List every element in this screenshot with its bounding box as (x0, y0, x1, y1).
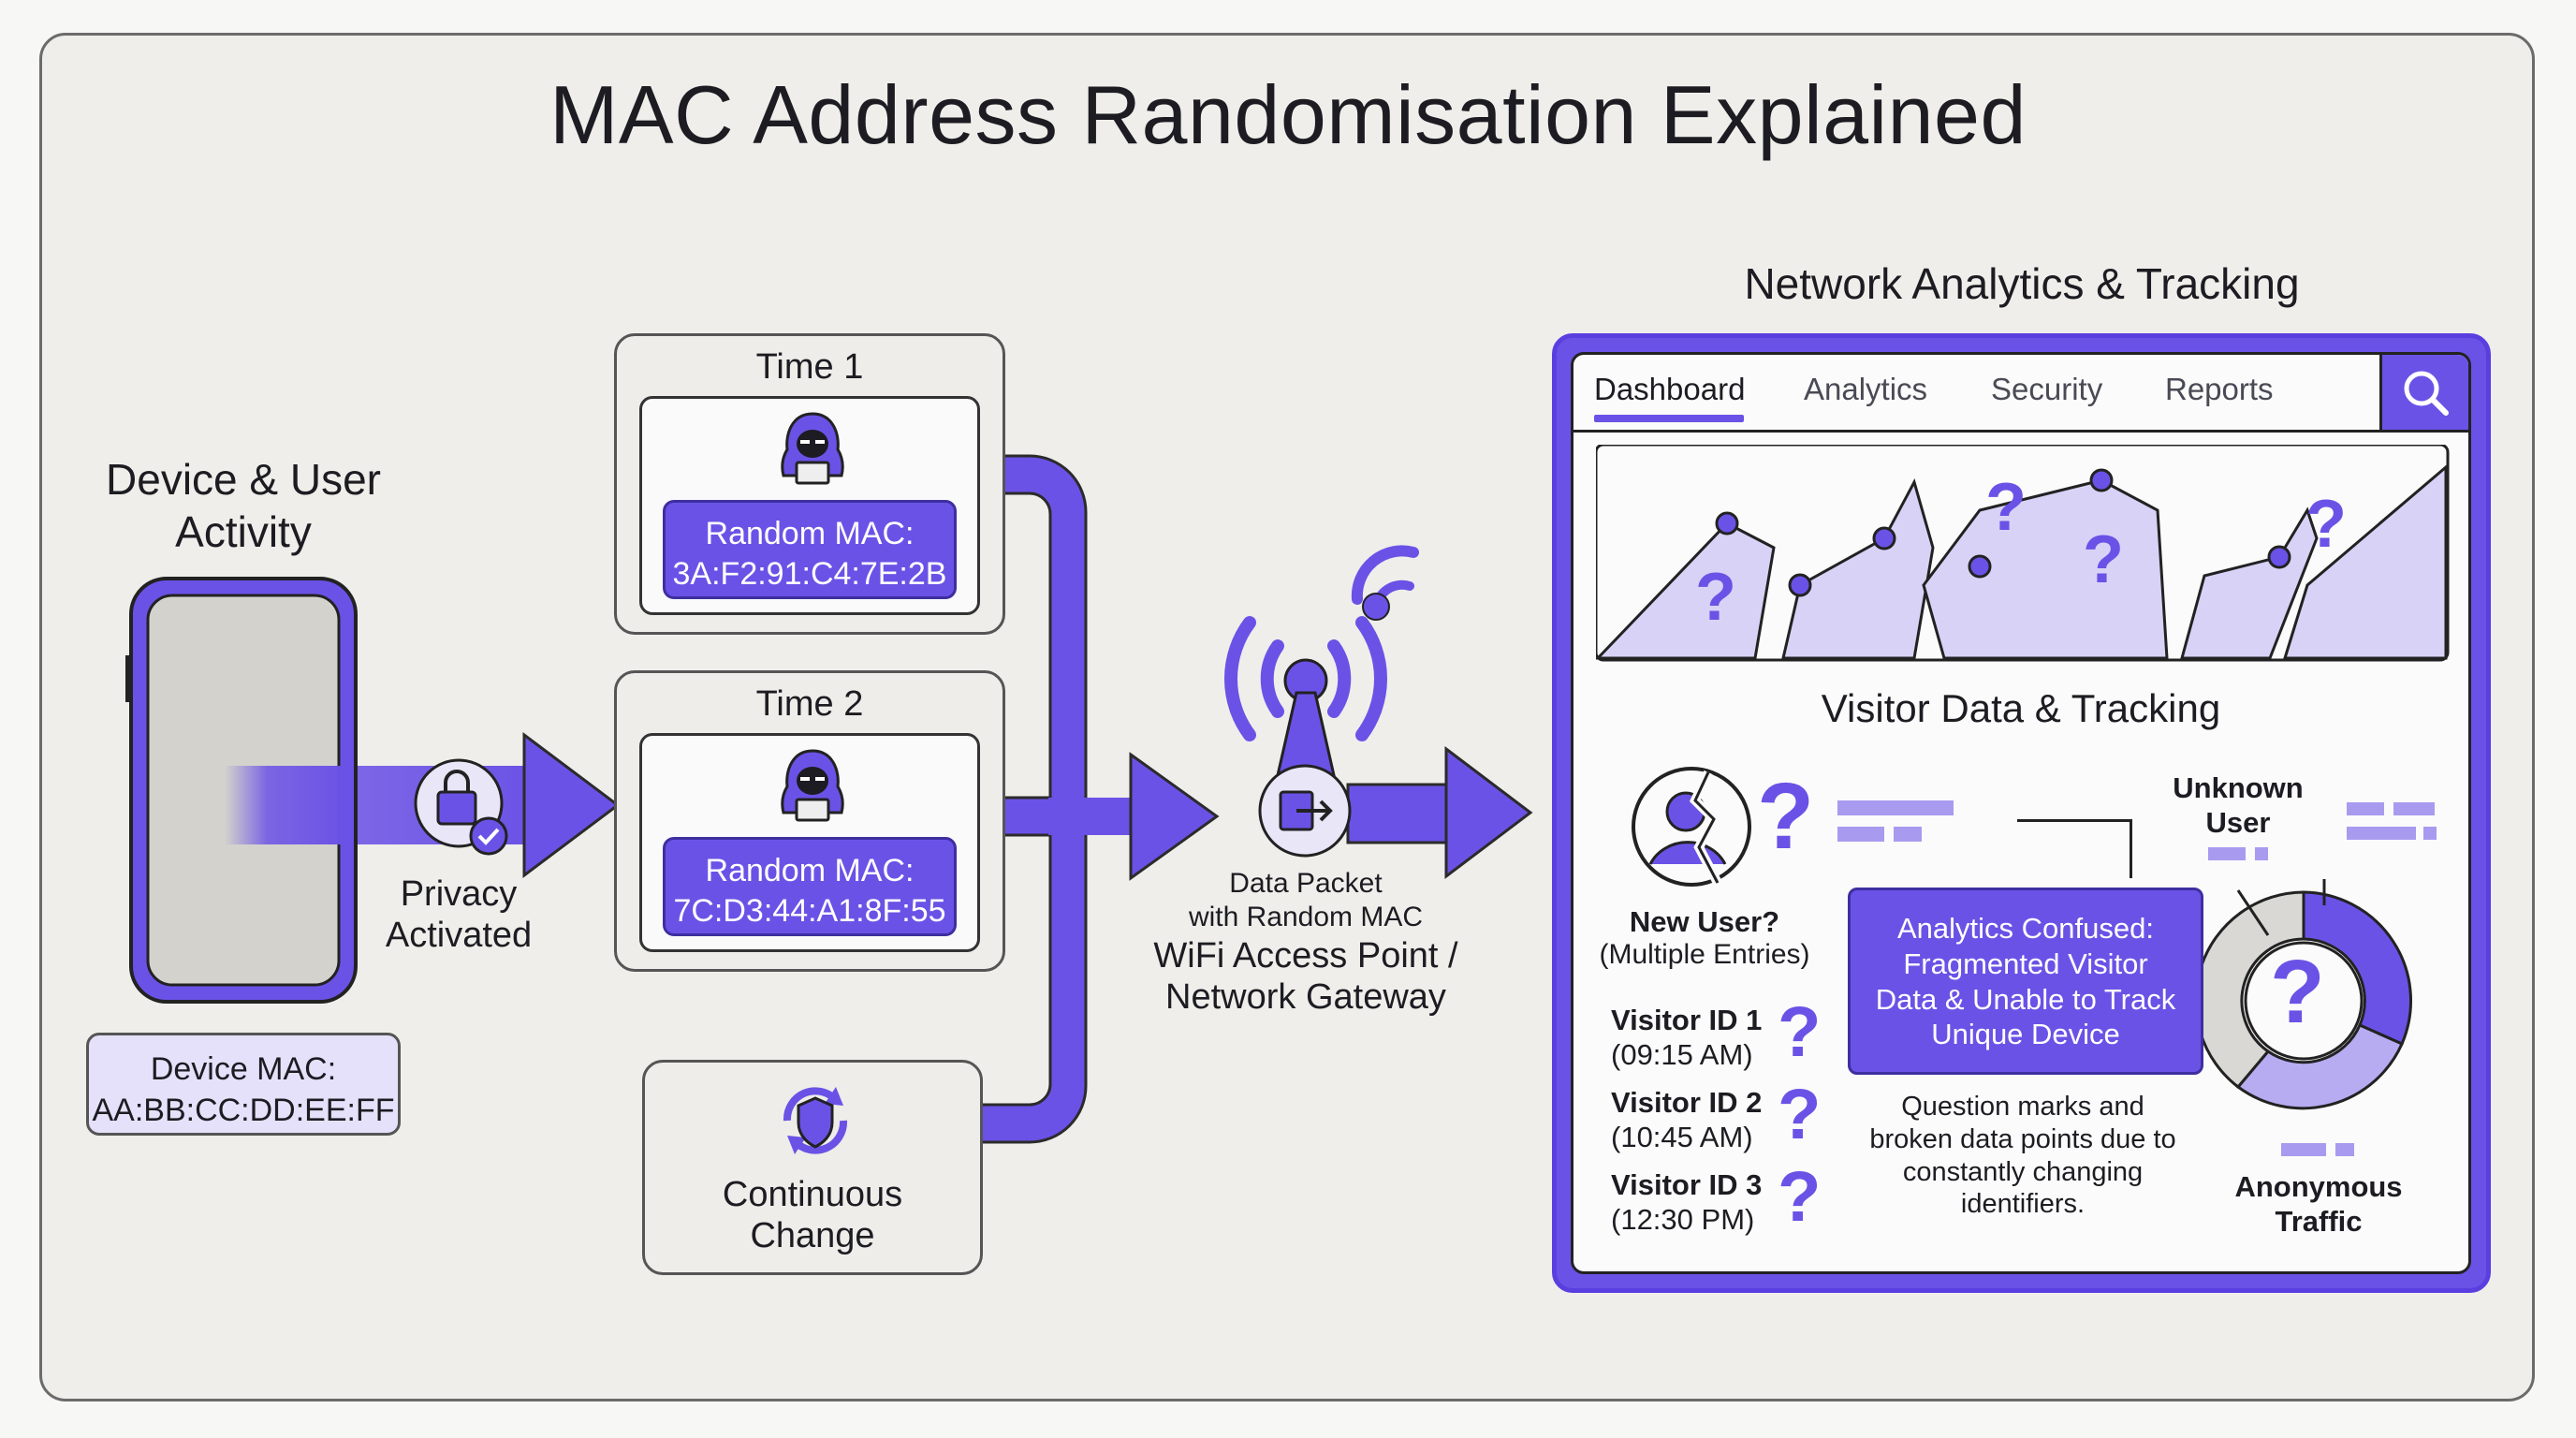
analytics-confused-box: Analytics Confused: Fragmented Visitor D… (1848, 888, 2203, 1075)
hacker-icon (781, 412, 844, 485)
gateway-label: WiFi Access Point / Network Gateway (1153, 936, 1458, 1017)
chart-question-1: ? (1695, 560, 1736, 635)
placeholder-bar (1837, 827, 1884, 842)
placeholder-bar (1894, 827, 1922, 842)
placeholder-bar (2393, 802, 2435, 815)
visitor-1-question: ? (1778, 992, 1822, 1072)
hacker-icon (781, 749, 844, 822)
time2-mac-pill: Random MAC: 7C:D3:44:A1:8F:55 (663, 837, 957, 936)
time2-card: Time 2 Random MAC: 7C:D3:44:A1:8F:55 (614, 670, 1005, 972)
device-mac-label: Device MAC: AA:BB:CC:DD:EE:FF (86, 1033, 401, 1136)
search-button[interactable] (2379, 355, 2468, 430)
privacy-activated-label: Privacy Activated (385, 874, 533, 955)
anonymous-traffic-label: Anonymous Traffic (2234, 1170, 2403, 1239)
placeholder-bar (2423, 827, 2437, 840)
gateway-arrow-out (1346, 745, 1533, 880)
device-heading: Device & User Activity (106, 455, 381, 557)
search-icon (2404, 371, 2449, 416)
active-tab-indicator (1594, 415, 1744, 422)
time2-label: Time 2 (755, 684, 864, 724)
unknown-user-label: Unknown User (2173, 771, 2304, 840)
data-packet-label: Data Packet with Random MAC (1188, 868, 1424, 932)
time1-inner: Random MAC: 3A:F2:91:C4:7E:2B (639, 396, 980, 615)
placeholder-bar (2208, 847, 2246, 860)
visitor-3-question: ? (1778, 1157, 1822, 1237)
analytics-dashboard: Dashboard Analytics Security Reports ? ?… (1571, 352, 2471, 1274)
new-user-question: ? (1757, 764, 1815, 869)
tab-bar: Dashboard Analytics Security Reports (1573, 355, 2468, 433)
placeholder-bar (2255, 847, 2268, 860)
tab-dashboard[interactable]: Dashboard (1594, 372, 1746, 406)
tab-security[interactable]: Security (1991, 372, 2103, 406)
donut-question: ? (2270, 942, 2325, 1042)
chart-question-4: ? (2305, 487, 2347, 562)
broken-chart (1596, 445, 2450, 662)
data-packet-icon (1258, 764, 1352, 858)
broken-user-icon (1632, 767, 1751, 887)
card-connectors (976, 454, 1088, 1144)
continuous-change-label: Continuous Change (722, 1175, 903, 1255)
placeholder-bar (1837, 800, 1954, 815)
wifi-antenna-icon (1224, 616, 1387, 741)
continuous-change-card: Continuous Change (642, 1060, 983, 1275)
new-user-label: New User? (Multiple Entries) (1599, 905, 1810, 970)
tab-reports[interactable]: Reports (2165, 372, 2274, 406)
placeholder-bar (2347, 802, 2384, 815)
time2-inner: Random MAC: 7C:D3:44:A1:8F:55 (639, 733, 980, 952)
visitor-3: Visitor ID 3 (12:30 PM) (1611, 1168, 1763, 1237)
chart-question-2: ? (1985, 470, 2027, 545)
diagram-title: MAC Address Randomisation Explained (549, 68, 2027, 161)
chart-question-3: ? (2083, 522, 2124, 597)
placeholder-bar (2347, 827, 2416, 840)
visitor-2-question: ? (1778, 1075, 1822, 1154)
shield-refresh-icon (783, 1087, 848, 1154)
connector-line (2017, 819, 2132, 878)
note-text: Question marks and broken data points du… (1869, 1092, 2176, 1220)
section-title: Visitor Data & Tracking (1821, 686, 2221, 730)
wifi-mast (1276, 545, 1419, 777)
tab-analytics[interactable]: Analytics (1804, 372, 1928, 406)
visitor-2: Visitor ID 2 (10:45 AM) (1611, 1086, 1763, 1154)
time1-label: Time 1 (755, 347, 864, 387)
placeholder-bar (2281, 1143, 2326, 1156)
time1-mac-pill: Random MAC: 3A:F2:91:C4:7E:2B (663, 500, 957, 599)
analytics-heading: Network Analytics & Tracking (1744, 259, 2300, 308)
placeholder-bar (2335, 1143, 2354, 1156)
gateway-arrow-in (1048, 752, 1220, 881)
lock-check-icon (414, 758, 508, 856)
time1-card: Time 1 Random MAC: 3A:F2:91:C4:7E:2B (614, 333, 1005, 635)
visitor-1: Visitor ID 1 (09:15 AM) (1611, 1004, 1763, 1072)
